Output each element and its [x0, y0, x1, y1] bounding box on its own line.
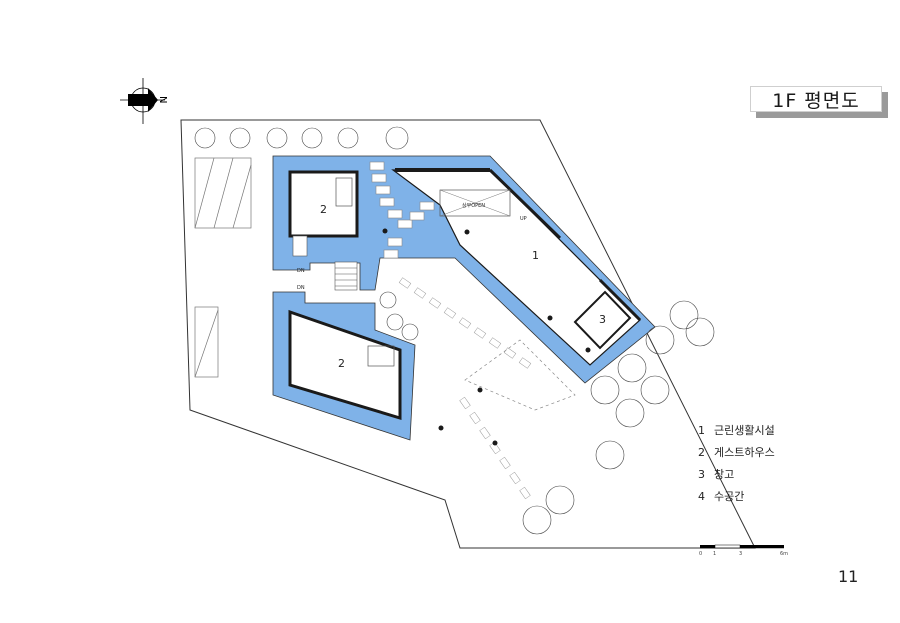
stair-core — [334, 261, 358, 291]
columns — [382, 228, 591, 446]
legend-number: 3 — [698, 468, 705, 481]
legend-item: 1 근린생활시설 — [698, 420, 775, 442]
north-label: N — [157, 96, 168, 103]
legend-number: 4 — [698, 490, 705, 503]
paving-strips — [398, 277, 532, 500]
room-label-2b: 2 — [338, 357, 345, 370]
label-open: 상부OPEN — [462, 202, 485, 209]
guesthouse-top — [288, 170, 359, 257]
drawing-title: 1F 평면도 — [750, 86, 882, 112]
legend-item: 3 창고 — [698, 464, 775, 486]
drawing-title-box: 1F 평면도 — [750, 86, 890, 118]
legend: 1 근린생활시설 2 게스트하우스 3 창고 4 수공간 — [698, 420, 775, 508]
legend-number: 1 — [698, 424, 705, 437]
legend-label: 근린생활시설 — [714, 424, 775, 437]
legend-label: 게스트하우스 — [714, 446, 775, 459]
legend-item: 4 수공간 — [698, 486, 775, 508]
scale-bar — [700, 544, 784, 549]
label-up: UP — [520, 216, 527, 222]
room-label-1: 1 — [532, 249, 539, 262]
legend-label: 수공간 — [714, 490, 745, 503]
label-dn-2: DN — [297, 285, 305, 291]
guesthouse-bottom — [288, 309, 402, 421]
room-label-3: 3 — [599, 313, 606, 326]
room-label-2a: 2 — [320, 203, 327, 216]
legend-number: 2 — [698, 446, 705, 459]
canopy-outline — [464, 339, 576, 411]
main-building — [391, 168, 642, 366]
trees — [194, 126, 715, 535]
parking-spaces — [194, 157, 252, 378]
scale-tick-3: 3 — [739, 551, 743, 557]
label-dn-1: DN — [297, 268, 305, 274]
scale-tick-6m: 6m — [780, 551, 789, 557]
north-arrow-icon: N — [120, 78, 168, 124]
legend-item: 2 게스트하우스 — [698, 442, 775, 464]
storage-room — [573, 290, 632, 350]
scale-tick-1: 1 — [713, 551, 717, 557]
legend-label: 창고 — [714, 468, 735, 481]
stepping-stones — [369, 161, 435, 259]
site-boundary — [180, 119, 756, 549]
page-number: 11 — [838, 567, 859, 586]
scale-tick-0: 0 — [699, 551, 703, 557]
